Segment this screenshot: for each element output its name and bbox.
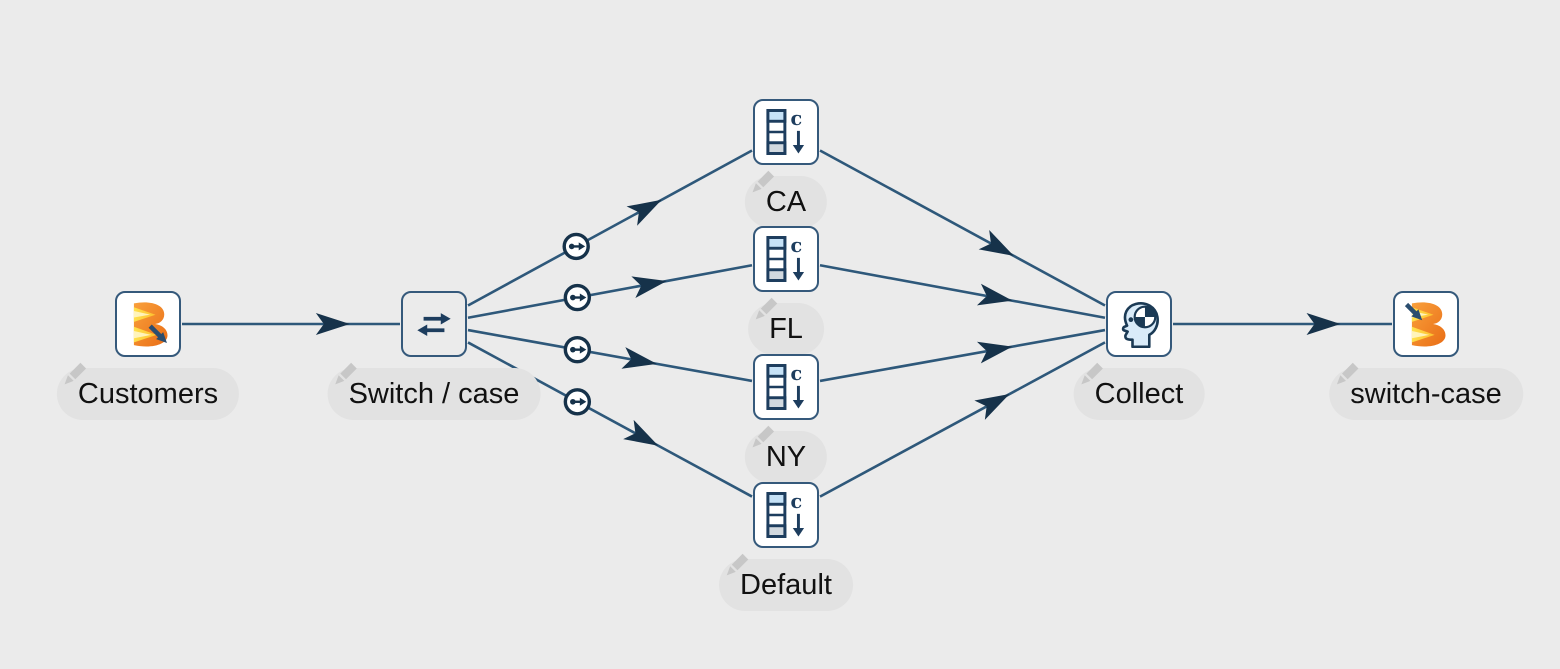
edge-arrowhead-icon [978, 229, 1014, 256]
edit-pencil-icon [752, 425, 775, 448]
node-switch-case-box[interactable] [401, 291, 467, 357]
node-case-ny-label: NY [765, 441, 807, 473]
case-column-sort-icon: c [766, 362, 805, 410]
hop-edge-ny-collect[interactable] [819, 328, 1106, 383]
node-case-default-label-pill[interactable]: Default [719, 553, 853, 611]
edge-arrowhead-icon [315, 313, 350, 335]
edge-arrowhead-icon [974, 394, 1010, 420]
node-case-ny-box[interactable]: c [753, 354, 819, 420]
svg-text:c: c [791, 362, 803, 385]
beam-b-input-arrow-icon [1404, 302, 1446, 347]
node-case-default-label: Default [740, 569, 832, 601]
edge-arrowhead-icon [621, 347, 657, 369]
edit-pencil-icon [752, 170, 775, 193]
edge-arrowhead-icon [623, 419, 659, 446]
hop-edge-fl-collect[interactable] [819, 263, 1106, 320]
edit-pencil-icon [335, 362, 357, 385]
node-case-ca-box[interactable]: c [753, 99, 819, 165]
node-output-switch-case-box[interactable] [1393, 291, 1459, 357]
hop-edge-switch-ca[interactable] [467, 149, 753, 307]
node-collect-box[interactable] [1106, 291, 1172, 357]
edge-arrowhead-icon [626, 199, 662, 226]
edit-pencil-icon [1081, 362, 1103, 385]
hop-edge-default-collect[interactable] [819, 341, 1106, 498]
node-customers-box[interactable] [115, 291, 181, 357]
node-case-fl-label: FL [769, 313, 803, 345]
hop-edge-ca-collect[interactable] [819, 149, 1106, 307]
node-case-ca-label: CA [765, 186, 807, 218]
edit-pencil-icon [64, 362, 87, 385]
beam-b-output-arrow-icon [133, 302, 168, 347]
case-target-marker-icon[interactable] [563, 388, 592, 416]
case-column-sort-icon: c [766, 490, 805, 538]
node-switch-case-label: Switch / case [348, 378, 520, 410]
node-customers-label-pill[interactable]: Customers [56, 362, 240, 420]
switch-case-arrows-icon [417, 313, 451, 336]
node-case-fl-label-pill[interactable]: FL [748, 297, 824, 355]
edge-arrowhead-icon [1306, 313, 1341, 335]
edit-pencil-icon [726, 553, 749, 576]
node-collect-label: Collect [1094, 378, 1184, 410]
node-output-switch-case-label-pill[interactable]: switch-case [1329, 362, 1523, 420]
edge-arrowhead-icon [976, 283, 1013, 306]
case-column-sort-icon: c [766, 107, 805, 155]
svg-text:c: c [791, 234, 803, 257]
edge-arrowhead-icon [631, 276, 667, 299]
case-target-marker-icon[interactable] [563, 335, 592, 364]
node-switch-case-label-pill[interactable]: Switch / case [327, 362, 541, 420]
case-column-sort-icon: c [766, 234, 805, 282]
edit-pencil-icon [1336, 362, 1359, 385]
node-collect-label-pill[interactable]: Collect [1073, 362, 1205, 420]
node-customers-label: Customers [77, 378, 219, 410]
node-case-ny-label-pill[interactable]: NY [744, 425, 828, 483]
hop-edge-switch-fl[interactable] [467, 264, 753, 319]
case-target-marker-icon[interactable] [563, 283, 592, 312]
case-target-marker-icon[interactable] [562, 232, 590, 261]
edit-pencil-icon [755, 297, 778, 320]
node-case-fl-box[interactable]: c [753, 226, 819, 292]
node-output-switch-case-label: switch-case [1350, 378, 1502, 410]
svg-text:c: c [791, 107, 803, 130]
node-case-ca-label-pill[interactable]: CA [744, 170, 828, 228]
head-target-icon [1121, 302, 1159, 349]
edge-arrowhead-icon [976, 341, 1013, 364]
svg-text:c: c [791, 490, 803, 513]
node-case-default-box[interactable]: c [753, 482, 819, 548]
